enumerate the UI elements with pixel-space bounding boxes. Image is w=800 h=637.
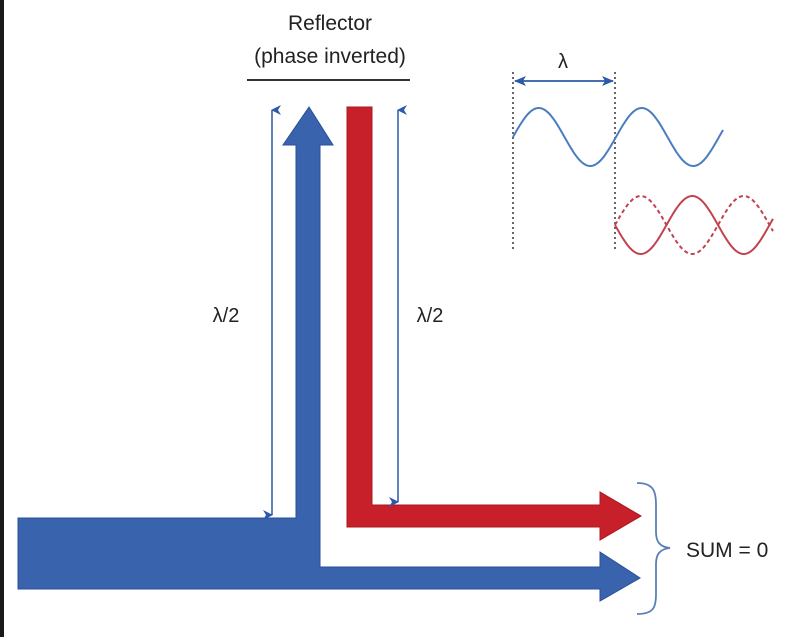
sum-label: SUM = 0: [686, 539, 768, 562]
left-half-wavelength-label: λ/2: [213, 305, 240, 327]
incident-wave-arrow: [17, 106, 641, 602]
reflected-phase-reference-wave: [614, 195, 774, 255]
right-half-wavelength-label: λ/2: [417, 305, 444, 327]
reflected-wave-arrow: [346, 106, 642, 541]
reflector-subtitle: (phase inverted): [254, 45, 406, 68]
wavelength-label: λ: [558, 51, 568, 73]
incident-sine-wave: [512, 107, 724, 167]
sum-brace: [636, 482, 671, 615]
left-border: [0, 0, 4, 637]
reflector-title: Reflector: [288, 12, 372, 35]
reflected-sine-wave: [614, 195, 774, 255]
